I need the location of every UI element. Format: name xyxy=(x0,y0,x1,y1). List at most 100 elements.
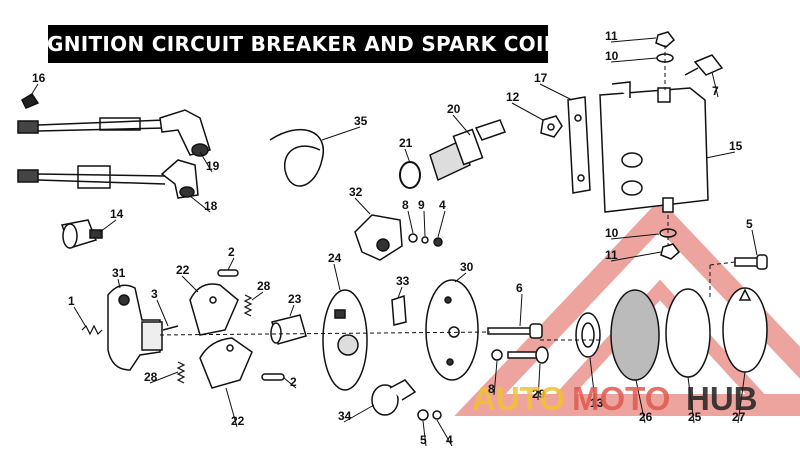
part-number-label: 3 xyxy=(151,287,158,301)
assembly-lines xyxy=(159,45,736,341)
part-number-label: 28 xyxy=(257,279,271,293)
part-number-label: 7 xyxy=(712,84,719,98)
part-number-label: 31 xyxy=(112,266,126,280)
leader-line-15 xyxy=(705,151,736,159)
leader-line-25 xyxy=(687,376,695,424)
part-number-label: 2 xyxy=(228,245,235,259)
part-30-base-plate xyxy=(425,279,479,381)
part-5-screw-lower xyxy=(417,409,429,421)
leader-line-21 xyxy=(404,148,411,164)
leader-line-27 xyxy=(737,371,746,424)
part-28-spring-lower xyxy=(176,361,186,384)
part-34-condenser xyxy=(371,379,417,416)
leader-line-16 xyxy=(29,83,39,98)
part-18-spark-plug-lead xyxy=(17,159,199,199)
leader-line-2 xyxy=(227,257,235,271)
leader-lines xyxy=(29,37,758,447)
part-number-label: 30 xyxy=(460,260,474,274)
part-17-bracket xyxy=(567,96,591,194)
part-2-pin-upper xyxy=(217,269,239,277)
watermark-hub: HUB xyxy=(686,380,758,417)
part-number-label: 16 xyxy=(32,71,46,85)
leader-line-3 xyxy=(156,299,169,327)
part-number-label: 15 xyxy=(729,139,743,153)
part-number-label: 11 xyxy=(605,248,618,262)
part-number-label: 26 xyxy=(639,410,653,424)
part-number-label: 33 xyxy=(396,274,410,288)
part-number-label: 20 xyxy=(447,102,461,116)
part-20-spark-plug xyxy=(429,119,506,182)
leader-line-11 xyxy=(610,251,662,262)
watermark-auto: AUTO xyxy=(472,380,565,417)
leader-line-31 xyxy=(117,278,121,289)
part-25-cover xyxy=(665,288,711,378)
part-number-label: 28 xyxy=(144,370,158,384)
part-number-label: 10 xyxy=(605,49,619,63)
leader-line-8 xyxy=(407,210,414,234)
part-number-label: 12 xyxy=(506,90,520,104)
part-11-nut-top xyxy=(655,31,676,48)
part-number-label: 14 xyxy=(110,207,124,221)
part-7-screw xyxy=(684,54,724,76)
part-21-gasket xyxy=(399,161,421,189)
part-number-label: 22 xyxy=(231,414,245,428)
leader-line-26 xyxy=(635,379,646,424)
part-number-label: 5 xyxy=(420,433,427,447)
watermark-text: AUTO MOTO HUB xyxy=(472,380,758,417)
part-6-screw xyxy=(487,323,543,339)
leader-line-14 xyxy=(99,219,117,233)
leader-line-10 xyxy=(610,57,658,63)
leader-line-17 xyxy=(539,83,573,101)
leader-line-1 xyxy=(73,306,87,328)
part-23-cam xyxy=(270,314,307,345)
leader-line-23 xyxy=(289,304,295,317)
part-15-ignition-coil xyxy=(599,81,709,213)
part-35-wire xyxy=(269,129,325,187)
part-31-breaker-housing xyxy=(107,284,163,371)
leader-line-32 xyxy=(354,197,371,215)
part-number-label: 34 xyxy=(338,409,352,423)
part-number-label: 17 xyxy=(534,71,548,85)
part-number-label: 1 xyxy=(68,294,75,308)
part-32-breaker-cam xyxy=(354,214,403,261)
part-26-cover-gasket xyxy=(610,289,660,381)
leader-line-24 xyxy=(333,263,341,291)
part-number-label: 10 xyxy=(605,226,619,240)
part-24-breaker-plate xyxy=(322,289,368,391)
part-22-weight-lower xyxy=(199,337,253,389)
part-11-nut-lower xyxy=(660,243,681,260)
leader-line-5 xyxy=(751,229,758,256)
leader-line-4 xyxy=(436,419,453,447)
leader-line-20 xyxy=(452,114,471,136)
part-1-spring xyxy=(81,324,103,336)
part-12-nut xyxy=(540,115,563,138)
part-number-label: 24 xyxy=(328,251,342,265)
part-19-spark-plug-lead xyxy=(17,109,211,157)
part-22-weight-upper xyxy=(189,283,239,336)
part-number-label: 13 xyxy=(590,396,604,410)
part-number-label: 6 xyxy=(516,281,523,295)
leader-line-4 xyxy=(437,210,446,238)
leader-line-28 xyxy=(251,291,264,301)
part-5-screw-right xyxy=(734,254,768,270)
part-number-label: 4 xyxy=(446,433,453,447)
leader-line-33 xyxy=(397,286,403,299)
part-number-label: 4 xyxy=(439,198,446,212)
leader-line-19 xyxy=(199,151,213,173)
part-number-label: 19 xyxy=(206,159,220,173)
leader-line-11 xyxy=(610,37,657,43)
part-29-screw xyxy=(507,346,549,364)
part-33-clip xyxy=(391,294,407,326)
part-number-label: 9 xyxy=(418,198,425,212)
leader-line-28 xyxy=(149,371,179,384)
part-number-label: 21 xyxy=(399,136,413,150)
part-number-label: 2 xyxy=(290,375,297,389)
leader-line-7 xyxy=(711,71,719,98)
part-number-label: 8 xyxy=(402,198,409,212)
part-number-label: 18 xyxy=(204,199,218,213)
leader-line-18 xyxy=(189,195,211,213)
leader-line-8 xyxy=(493,360,498,396)
part-27-outer-cover xyxy=(722,287,768,373)
